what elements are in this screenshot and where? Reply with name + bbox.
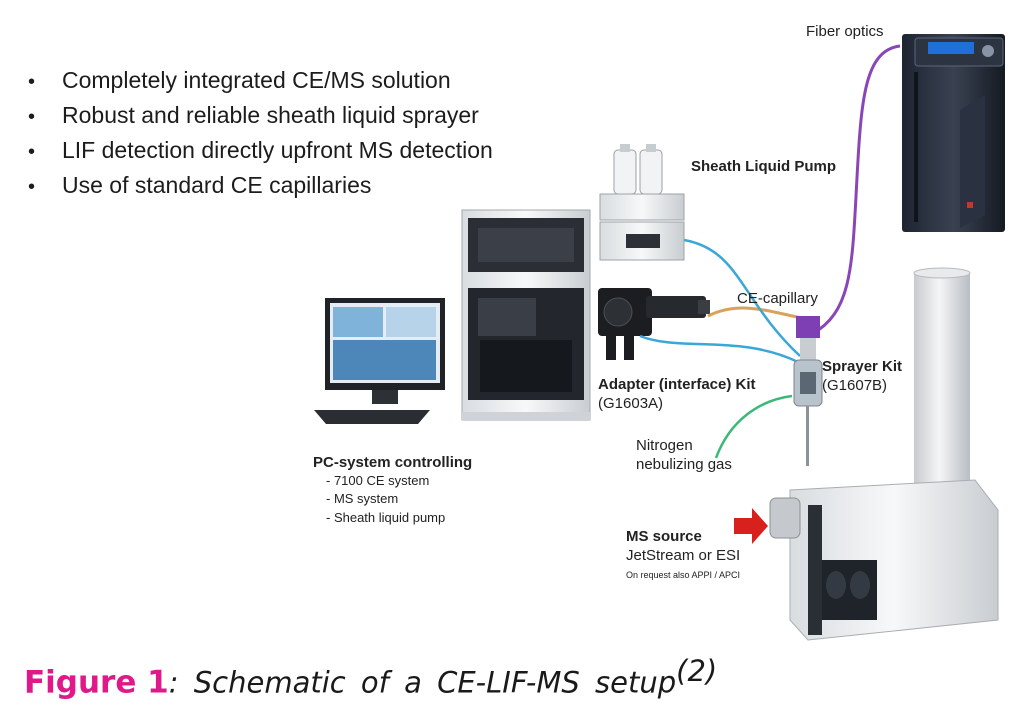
fiber-optics-label: Fiber optics	[806, 23, 884, 40]
ce-capillary-line	[707, 306, 803, 320]
mass-spectrometer	[769, 267, 999, 641]
ce-instrument	[461, 209, 591, 421]
sheath-return-line	[639, 334, 799, 364]
adapter-kit	[598, 288, 710, 360]
sprayer-part-number: (G1607B)	[822, 377, 888, 394]
sheath-liquid-line	[683, 238, 801, 357]
figure-reference: (2)	[676, 654, 718, 688]
feature-item: •Robust and reliable sheath liquid spray…	[28, 102, 479, 128]
feature-item: •Completely integrated CE/MS solution	[28, 67, 451, 93]
feature-list: •Completely integrated CE/MS solution •R…	[28, 64, 493, 204]
ms-source-label: MS source	[626, 528, 702, 545]
ce-capillary-label: CE-capillary	[737, 290, 818, 307]
feature-item: •LIF detection directly upfront MS detec…	[28, 137, 493, 163]
nitrogen-label: Nitrogen	[636, 437, 693, 454]
nitrogen-gas-line	[714, 394, 793, 459]
sheath-pump-label: Sheath Liquid Pump	[691, 158, 836, 175]
pc-item: - 7100 CE system	[326, 473, 430, 488]
pc-item: - MS system	[326, 491, 399, 506]
sheath-liquid-pump	[599, 144, 685, 261]
adapter-part-number: (G1603A)	[598, 395, 664, 412]
figure-number: Figure 1	[24, 664, 169, 701]
figure-caption: Figure 1: Schematic of a CE-LIF-MS setup…	[24, 654, 717, 700]
nebulizing-gas-label: nebulizing gas	[636, 456, 732, 473]
sprayer-kit	[793, 316, 823, 466]
ms-source-arrow-icon	[734, 508, 768, 544]
feature-item: •Use of standard CE capillaries	[28, 172, 372, 198]
ms-source-note: On request also APPI / APCI	[626, 570, 741, 580]
adapter-kit-label: Adapter (interface) Kit	[598, 376, 756, 393]
lif-detector	[902, 34, 1005, 232]
sprayer-kit-label: Sprayer Kit	[822, 358, 903, 375]
pc-system-title: PC-system controlling	[313, 454, 473, 471]
fiber-optic-line	[811, 44, 901, 336]
pc-system	[314, 298, 445, 424]
figure-caption-text: : Schematic of a CE-LIF-MS setup	[168, 665, 677, 700]
ms-source-sub-label: JetStream or ESI	[626, 547, 741, 564]
pc-item: - Sheath liquid pump	[326, 510, 446, 525]
